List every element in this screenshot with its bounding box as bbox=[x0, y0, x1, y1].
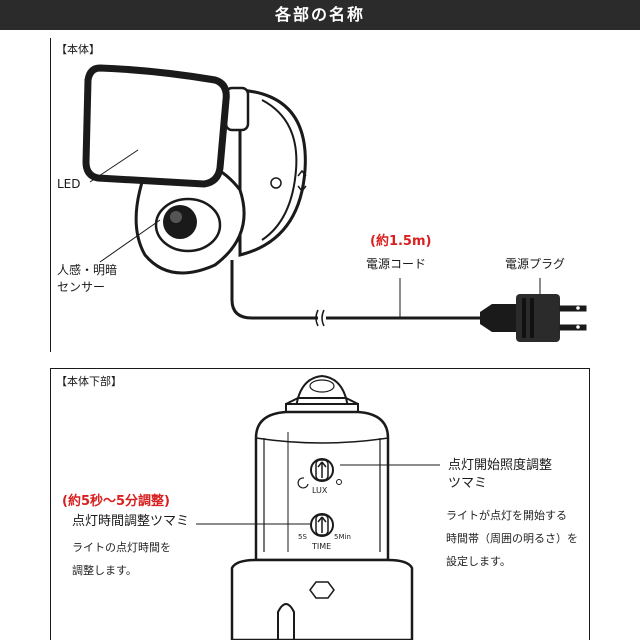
screw-icon bbox=[270, 177, 282, 189]
time-caption: TIME bbox=[312, 542, 332, 551]
sensor-label-line1: 人感・明暗 bbox=[57, 263, 118, 277]
lux-desc-line1: ライトが点灯を開始する bbox=[446, 509, 567, 522]
led-label: LED bbox=[57, 177, 81, 191]
bottom-unit-title: 【本体下部】 bbox=[56, 375, 122, 388]
bottom-unit-panel bbox=[50, 368, 590, 640]
plug-label: 電源プラグ bbox=[505, 257, 566, 271]
lux-caption: LUX bbox=[312, 486, 328, 495]
cord-label: 電源コード bbox=[366, 257, 427, 271]
sun-icon bbox=[336, 479, 342, 485]
time-dial-title: 点灯時間調整ツマミ bbox=[72, 514, 190, 529]
plug-icon bbox=[516, 294, 560, 342]
time-min-caption: 5S bbox=[298, 533, 307, 541]
cord-length-label: (約1.5m) bbox=[370, 234, 432, 249]
screw-hole-icon bbox=[309, 581, 335, 599]
header-bar: 各部の名称 bbox=[0, 0, 640, 30]
main-unit-panel bbox=[50, 38, 590, 352]
led-panel bbox=[82, 64, 230, 188]
time-desc-line1: ライトの点灯時間を bbox=[72, 541, 171, 554]
lux-desc-line2: 時間帯（周囲の明るさ）を bbox=[446, 532, 578, 545]
time-range-label: (約5秒〜5分調整) bbox=[62, 494, 170, 509]
plug-strain-relief bbox=[480, 304, 520, 332]
lux-dial-title2: ツマミ bbox=[448, 476, 488, 491]
page-title: 各部の名称 bbox=[274, 5, 365, 24]
time-desc-line2: 調整します。 bbox=[72, 564, 137, 577]
moon-icon bbox=[297, 477, 309, 489]
sensor-label-line2: センサー bbox=[57, 280, 106, 294]
lux-dial-title: 点灯開始照度調整 bbox=[448, 458, 553, 473]
time-max-caption: 5Min bbox=[334, 533, 351, 541]
main-unit-title: 【本体】 bbox=[56, 43, 100, 56]
lux-desc-line3: 設定します。 bbox=[446, 555, 511, 568]
